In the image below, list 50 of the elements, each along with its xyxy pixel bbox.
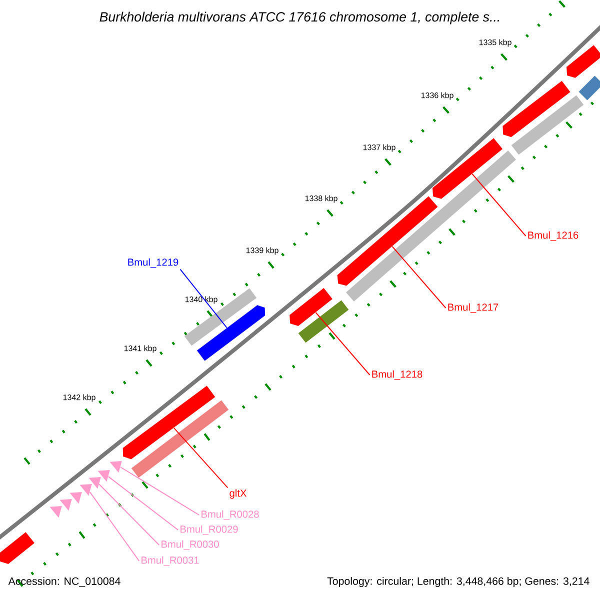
gene-label: Bmul_1218 [372, 370, 422, 380]
rna-triangle [110, 460, 122, 473]
leader-line [120, 466, 200, 516]
leader-line [98, 484, 160, 546]
footer-text: Accession: NC_010084 [8, 577, 120, 587]
scale-label: 1336 kbp [421, 92, 454, 100]
gene-block [566, 45, 600, 78]
gene-label: Bmul_1217 [448, 303, 498, 313]
rna-triangle [60, 498, 72, 511]
scale-label: 1339 kbp [246, 247, 278, 255]
gene-block [337, 196, 438, 286]
rna-triangle [50, 506, 62, 518]
leader-line [392, 246, 446, 308]
gene-bar [131, 400, 229, 478]
gene-label: Bmul_R0031 [142, 556, 199, 566]
title: Burkholderia multivorans ATCC 17616 chromosome 1, complete s... [100, 12, 499, 24]
gene-block [0, 532, 34, 564]
rna-triangle [98, 470, 110, 482]
gene-block [432, 138, 503, 199]
scale-label: 1337 kbp [363, 144, 396, 152]
leader-line [108, 476, 179, 530]
leader-line [315, 312, 370, 376]
gene-bar [511, 95, 584, 155]
gene-bar [298, 300, 349, 343]
scale-label: 1338 kbp [305, 195, 338, 203]
gene-block [122, 386, 216, 460]
leader-line [89, 492, 140, 562]
rna-triangle [88, 476, 101, 489]
gene-label: Bmul_R0030 [162, 540, 219, 550]
leader-line [180, 268, 228, 328]
gene-bar [578, 76, 600, 100]
gene-label: gltX [230, 489, 247, 499]
gene-bar [184, 288, 257, 346]
rna-triangle [80, 484, 92, 496]
gene-block [196, 305, 266, 361]
scale-label: 1335 kbp [479, 39, 512, 47]
rna-triangle [70, 492, 82, 504]
gene-bar [346, 150, 516, 302]
gene-block [502, 80, 570, 138]
footer-text: Topology: circular; Length: 3,448,466 bp; Genes: 3,214 [327, 577, 590, 587]
gene-label: Bmul_R0029 [180, 525, 238, 535]
gene-label: Bmul_R0028 [202, 510, 259, 520]
gene-label: Bmul_1216 [528, 231, 578, 241]
leader-line [173, 427, 228, 488]
scale-label: 1341 kbp [124, 345, 156, 353]
scale-label: 1342 kbp [63, 394, 96, 402]
scale-label: 1340 kbp [185, 296, 218, 304]
leader-line [472, 174, 526, 236]
gene-block [290, 288, 332, 326]
gene-label: Bmul_1219 [128, 258, 178, 268]
